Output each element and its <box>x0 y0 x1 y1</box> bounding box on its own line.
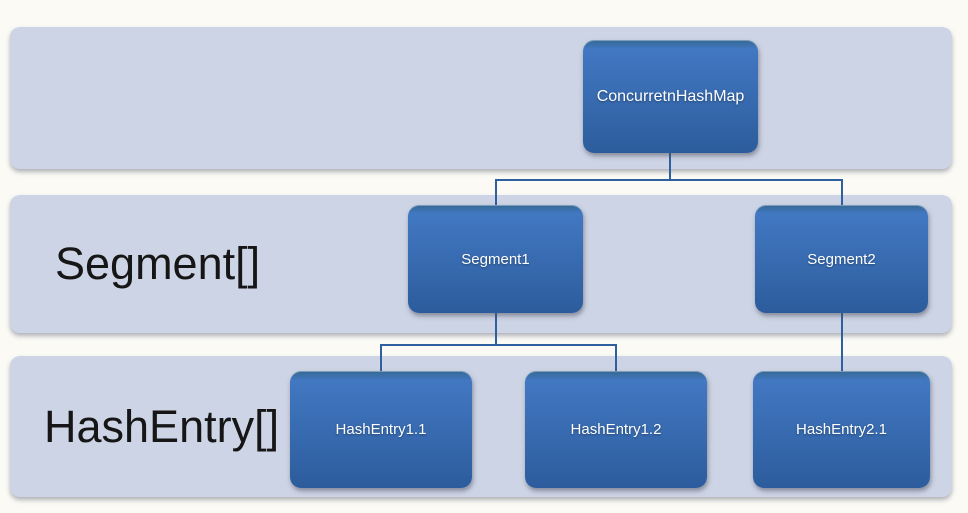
node-hashentry-2-1: HashEntry2.1 <box>753 371 930 488</box>
node-concurrenthashmap: ConcurretnHashMap <box>583 40 758 153</box>
band-top-level <box>10 27 952 169</box>
node-hashentry-1-1: HashEntry1.1 <box>290 371 472 488</box>
node-segment2: Segment2 <box>755 205 928 313</box>
node-segment1: Segment1 <box>408 205 583 313</box>
node-hashentry-1-2: HashEntry1.2 <box>525 371 707 488</box>
segment-array-label: Segment[] <box>55 238 261 289</box>
hashentry-array-label: HashEntry[] <box>44 400 280 452</box>
